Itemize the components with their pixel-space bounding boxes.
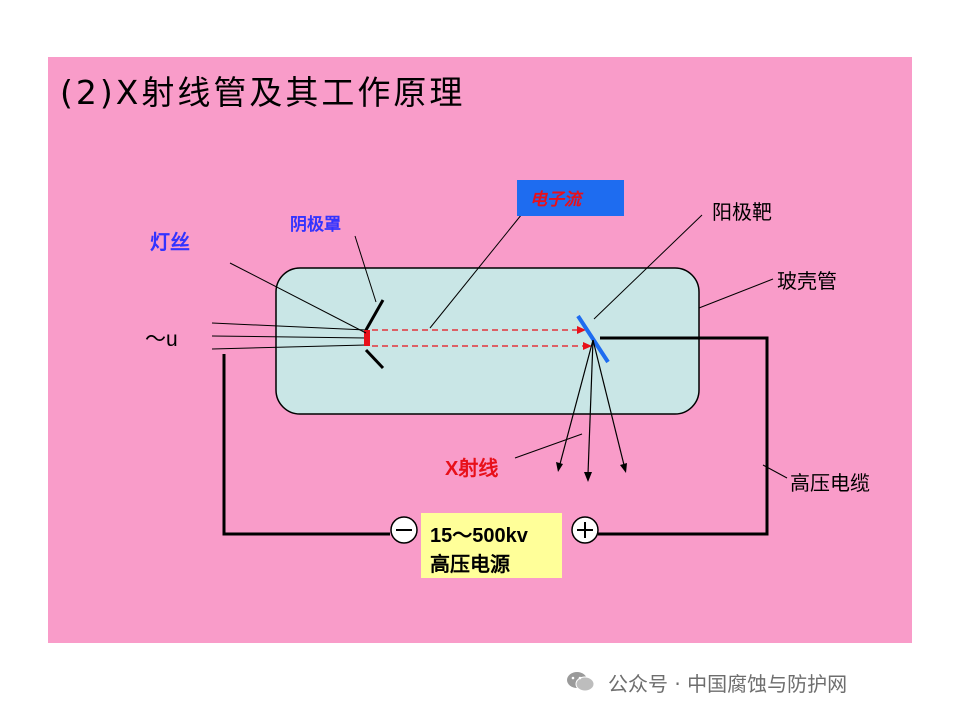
- glass-tube-leader: [698, 278, 774, 309]
- input-wire-3: [211, 344, 367, 350]
- filament-leader: [229, 262, 367, 334]
- page-title: (2)X射线管及其工作原理: [60, 73, 466, 112]
- electron-beam-1-arrow: [577, 326, 586, 334]
- electron-beam-2-arrow: [583, 342, 592, 350]
- xray-arrow-3-head: [620, 463, 627, 473]
- xray-label: X射线: [445, 458, 499, 480]
- filament: [364, 330, 370, 346]
- xray-arrow-2-head: [584, 472, 592, 482]
- anode-circuit-wire: [598, 336, 769, 536]
- filament-label: 灯丝: [150, 232, 190, 254]
- xray-arrow-1-head: [556, 462, 563, 472]
- xray-arrow-1: [559, 339, 594, 465]
- cathode-cup-leader: [354, 235, 377, 303]
- power-supply-name: 高压电源: [430, 554, 510, 576]
- ac-input-label: ～u: [145, 328, 178, 351]
- watermark-text: 公众号 · 中国腐蚀与防护网: [608, 672, 848, 696]
- xray-arrow-2: [587, 339, 594, 475]
- power-supply-voltage: 15～500kv: [430, 525, 528, 547]
- cathode-circuit-wire: [222, 354, 390, 536]
- xray-arrow-3: [592, 339, 625, 466]
- glass-tube-label: 玻壳管: [777, 271, 837, 293]
- cathode-cup-label: 阴极罩: [290, 215, 341, 234]
- cathode-cup-lower: [364, 348, 385, 370]
- input-wire-2: [211, 335, 367, 339]
- electron-flow-label: 电子流: [530, 190, 581, 210]
- electron-flow-leader: [429, 213, 523, 329]
- cathode-cup-upper: [364, 299, 385, 331]
- wechat-icon: [567, 672, 595, 692]
- electron-flow-box: 电子流: [517, 180, 624, 216]
- power-supply-box: 15～500kv 高压电源: [421, 513, 562, 578]
- input-wire-1: [211, 322, 367, 331]
- glass-tube: [275, 267, 700, 415]
- anode-target: [576, 314, 610, 364]
- anode-target-leader: [593, 214, 703, 320]
- hv-cable-label: 高压电缆: [790, 473, 870, 495]
- xray-leader: [514, 433, 583, 459]
- anode-target-label: 阳极靶: [712, 202, 772, 224]
